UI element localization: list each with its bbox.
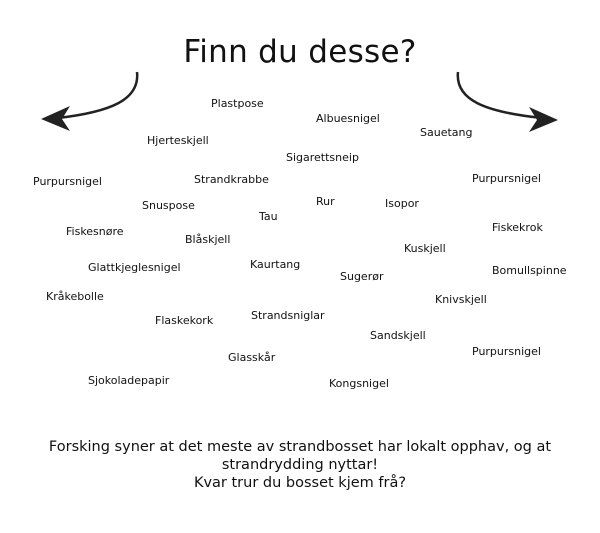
word-item: Sjokoladepapir: [88, 374, 170, 387]
word-item: Sigarettsneip: [286, 151, 359, 164]
word-item: Blåskjell: [185, 233, 231, 246]
word-item: Tau: [259, 210, 278, 223]
word-item: Hjerteskjell: [147, 134, 209, 147]
footer-line-1: Forsking syner at det meste av strandbos…: [48, 439, 552, 455]
word-item: Purpursnigel: [472, 345, 541, 358]
word-item: Purpursnigel: [33, 175, 102, 188]
word-item: Sugerør: [340, 270, 384, 283]
word-item: Glasskår: [228, 351, 276, 364]
word-item: Rur: [316, 195, 335, 208]
right-arrow-icon: [456, 71, 558, 132]
word-item: Sandskjell: [370, 329, 426, 342]
word-item: Purpursnigel: [472, 172, 541, 185]
word-item: Kaurtang: [250, 258, 301, 271]
word-item: Sauetang: [420, 126, 473, 139]
left-arrow-icon: [41, 71, 139, 131]
word-item: Glattkjeglesnigel: [88, 261, 181, 274]
word-item: Flaskekork: [155, 314, 214, 327]
word-item: Strandkrabbe: [194, 173, 269, 186]
page-title: Finn du desse?: [183, 34, 417, 70]
word-item: Albuesnigel: [316, 112, 380, 125]
word-item: Plastpose: [211, 97, 264, 110]
footer-line-2: strandrydding nyttar!: [221, 457, 379, 473]
word-item: Knivskjell: [435, 293, 487, 306]
arrows: [41, 71, 558, 132]
word-item: Isopor: [385, 197, 419, 210]
word-item: Strandsniglar: [251, 309, 325, 322]
word-item: Kuskjell: [404, 242, 446, 255]
word-item: Snuspose: [142, 199, 195, 212]
word-item: Kongsnigel: [329, 377, 389, 390]
word-item: Fiskekrok: [492, 221, 543, 234]
word-item: Bomullspinne: [492, 264, 567, 277]
footer-text: Forsking syner at det meste av strandbos…: [0, 438, 600, 492]
word-item: Fiskesnøre: [66, 225, 124, 238]
footer-line-3: Kvar trur du bosset kjem frå?: [193, 475, 407, 491]
word-item: Kråkebolle: [46, 290, 104, 303]
